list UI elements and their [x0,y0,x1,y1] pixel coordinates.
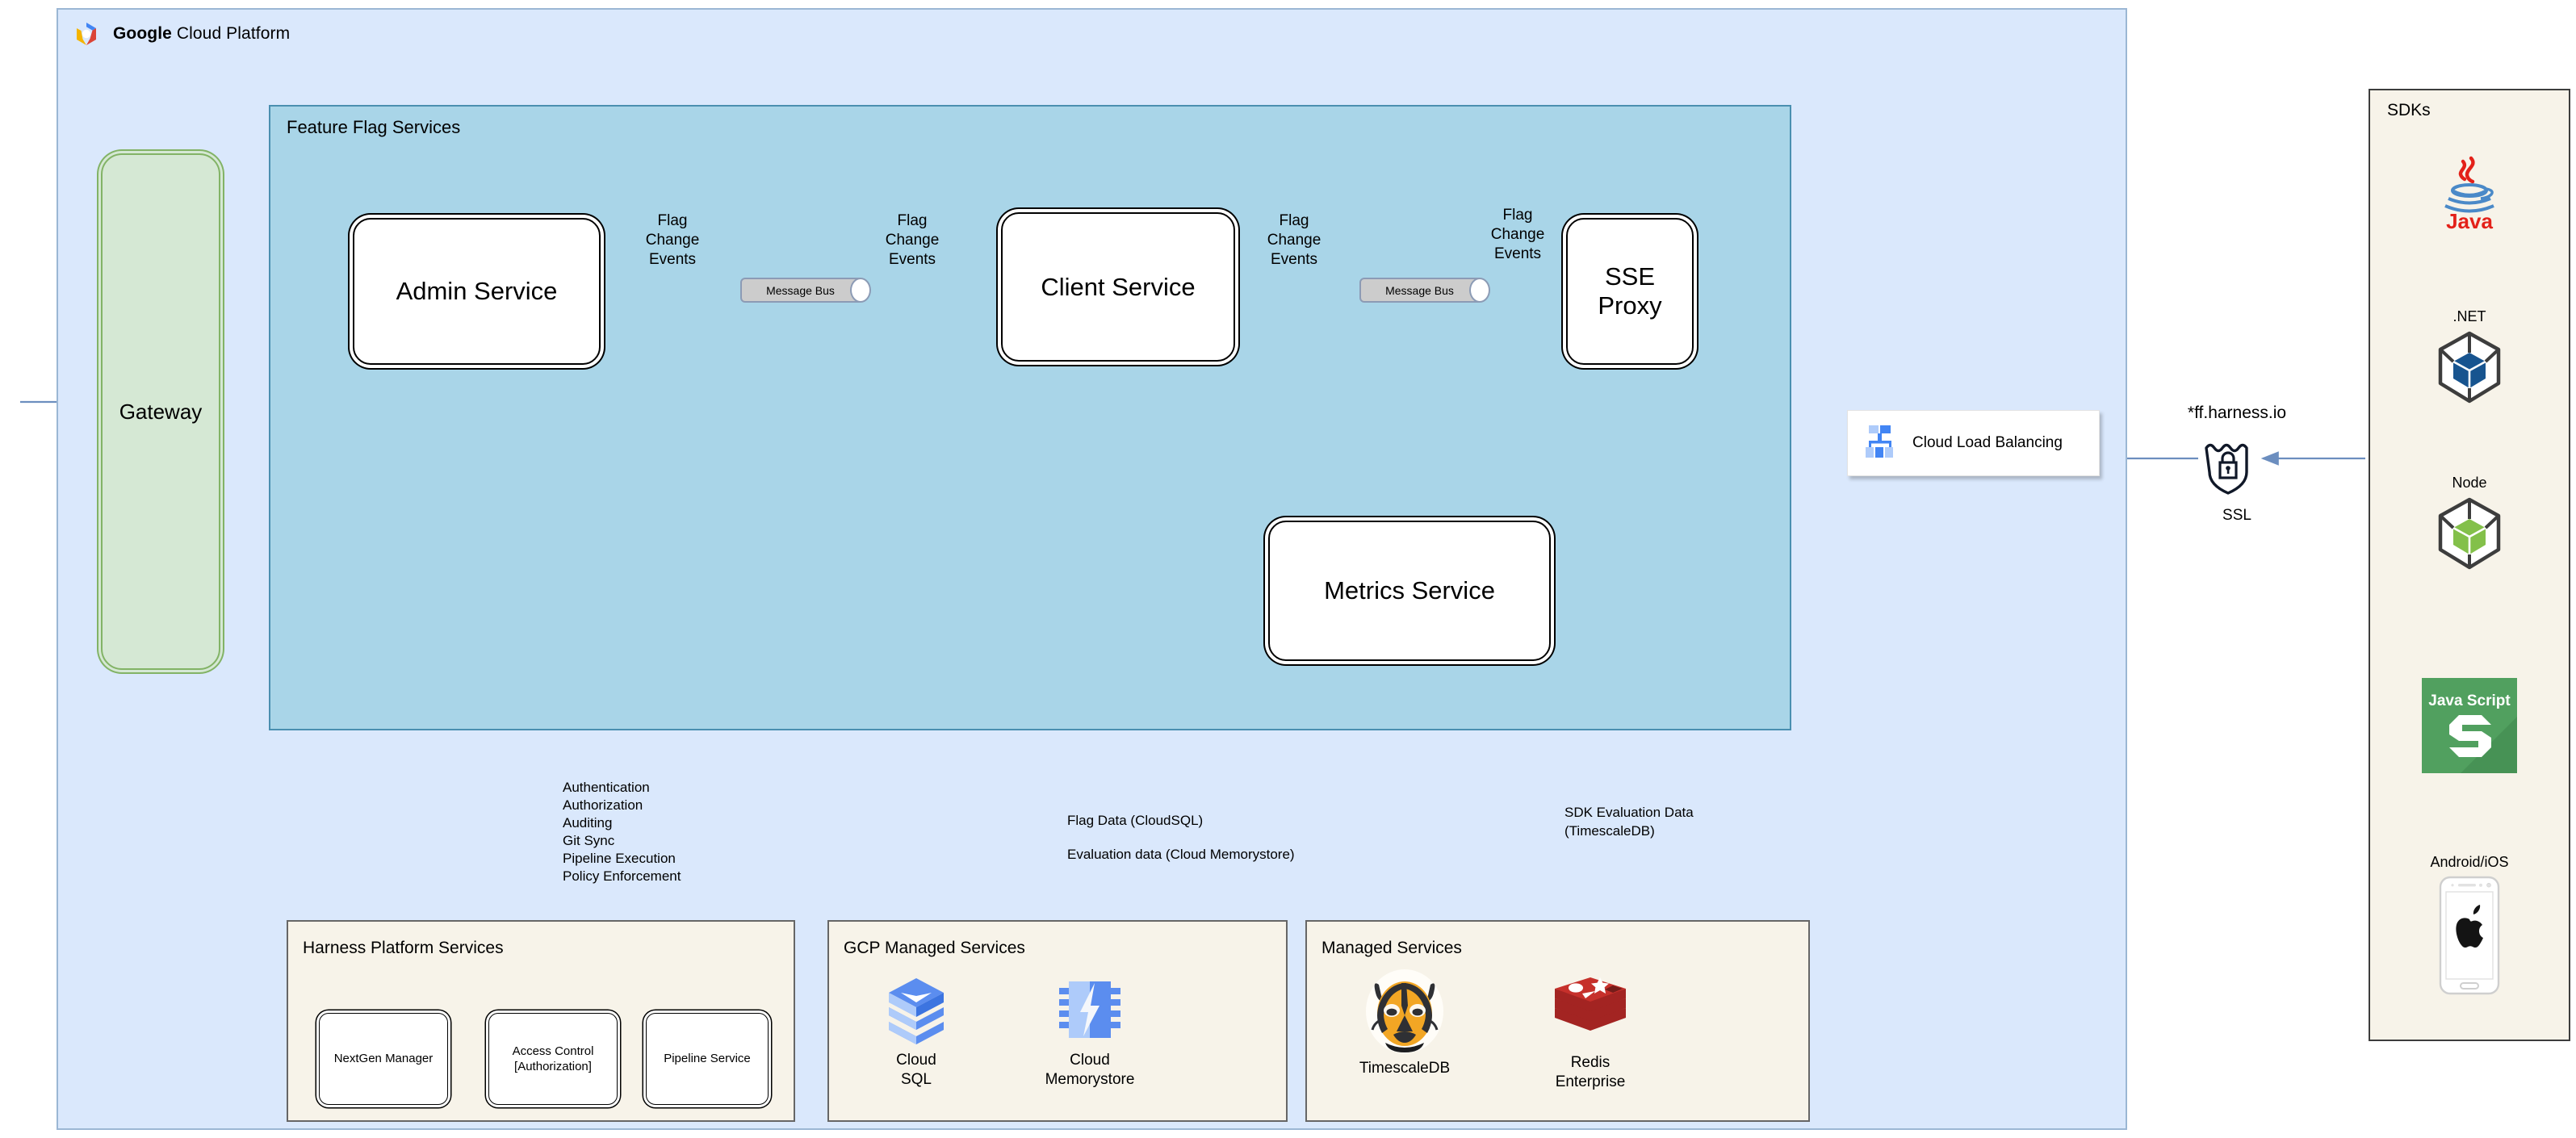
access-control-box[interactable]: Access Control [Authorization] [488,1013,618,1105]
timescaledb-item[interactable]: TimescaleDB [1356,969,1453,1077]
gcp-header: Google Cloud Platform [73,18,476,50]
ff-domain-label: *ff.harness.io [2187,404,2287,422]
message-bus-body: Message Bus [1359,278,1480,303]
annotation-harness-link: Authentication Authorization Auditing Gi… [563,780,681,885]
svg-text:Java: Java [2446,209,2493,231]
nextgen-manager-label: NextGen Manager [333,1052,434,1066]
sdk-label-mobile: Android/iOS [2430,854,2509,870]
phone-apple-icon [2439,876,2500,998]
managed-services-title: Managed Services [1322,939,1462,957]
redis-icon [1550,977,1631,1053]
message-bus-label: Message Bus [766,283,835,297]
metrics-service-label: Metrics Service [1324,576,1495,605]
sdk-item-dotnet[interactable]: .NET [2369,308,2570,408]
node-cube-icon [2436,497,2503,574]
edge-label-flag-change-events: Flag Change Events [885,212,940,268]
ssl-label: SSL [2222,507,2251,524]
edge-label-flag-change-events: Flag Change Events [1490,207,1545,262]
annotation-gcp-link: Flag Data (CloudSQL) Evaluation data (Cl… [1067,813,1295,862]
nextgen-manager-box[interactable]: NextGen Manager [319,1013,448,1105]
cloud-load-balancing-icon [1864,424,1901,463]
harness-platform-services-title: Harness Platform Services [303,939,504,957]
dotnet-cube-icon [2436,331,2503,408]
edge-label-flag-change-events: Flag Change Events [645,212,700,268]
timescaledb-tiger-icon [1361,969,1448,1061]
timescaledb-label: TimescaleDB [1359,1060,1451,1077]
gateway-label: Gateway [119,399,203,424]
sdk-label-dotnet: .NET [2452,308,2486,324]
sdk-item-mobile[interactable]: Android/iOS [2369,854,2570,999]
message-bus-node[interactable]: Message Bus [740,278,871,303]
sdk-item-java[interactable]: Java [2369,153,2570,235]
ssl-shield-lock-icon [2201,438,2255,496]
redis-item[interactable]: Redis Enterprise [1542,973,1639,1090]
edge-label-flag-change-events: Flag Change Events [1267,212,1322,268]
cloud-load-balancing-card[interactable]: Cloud Load Balancing [1847,410,2100,476]
admin-service-node[interactable]: Admin Service [353,218,601,365]
annotation-managed-link: SDK Evaluation Data (TimescaleDB) [1564,805,1694,839]
metrics-service-node[interactable]: Metrics Service [1268,521,1551,661]
access-control-label: Access Control [Authorization] [512,1044,594,1074]
gcp-managed-services-title: GCP Managed Services [844,939,1025,957]
google-cloud-hexagon-icon [73,20,100,48]
message-bus-label: Message Bus [1385,283,1454,297]
cloud-sql-icon [882,978,950,1052]
feature-flag-services-container [269,105,1791,730]
java-logo-icon: Java [2432,156,2507,234]
client-service-node[interactable]: Client Service [1001,212,1235,362]
gateway-node[interactable]: Gateway [101,153,220,670]
client-service-label: Client Service [1041,272,1196,301]
sdk-label-node: Node [2452,475,2487,491]
message-bus-body: Message Bus [740,278,861,303]
pipeline-service-box[interactable]: Pipeline Service [646,1013,769,1105]
gcp-title: Google Cloud Platform [113,24,290,44]
gcp-title-rest: Cloud Platform [171,24,291,43]
admin-service-label: Admin Service [396,277,558,306]
cloud-memorystore-item[interactable]: Cloud Memorystore [1041,975,1138,1088]
sse-proxy-label: SSE Proxy [1598,262,1662,320]
message-bus-cap [850,278,871,303]
message-bus-cap [1469,278,1490,303]
cloud-sql-label: Cloud SQL [896,1052,936,1088]
cloud-sql-item[interactable]: Cloud SQL [868,975,965,1088]
sse-proxy-node[interactable]: SSE Proxy [1566,218,1694,365]
message-bus-node[interactable]: Message Bus [1359,278,1490,303]
pipeline-service-label: Pipeline Service [664,1052,751,1066]
javascript-badge-icon: Java Script [2422,678,2517,776]
redis-label: Redis Enterprise [1555,1054,1626,1090]
feature-flag-services-title: Feature Flag Services [287,117,461,137]
sdks-panel-title: SDKs [2387,101,2431,119]
gcp-title-bold: Google [113,24,172,43]
cloud-memorystore-label: Cloud Memorystore [1045,1052,1135,1088]
sdk-item-javascript[interactable]: Java Script [2369,678,2570,777]
svg-text:Java Script: Java Script [2428,692,2511,709]
sdk-item-node[interactable]: Node [2369,475,2570,575]
cloud-load-balancing-label: Cloud Load Balancing [1912,434,2063,451]
cloud-memorystore-icon [1056,981,1124,1052]
